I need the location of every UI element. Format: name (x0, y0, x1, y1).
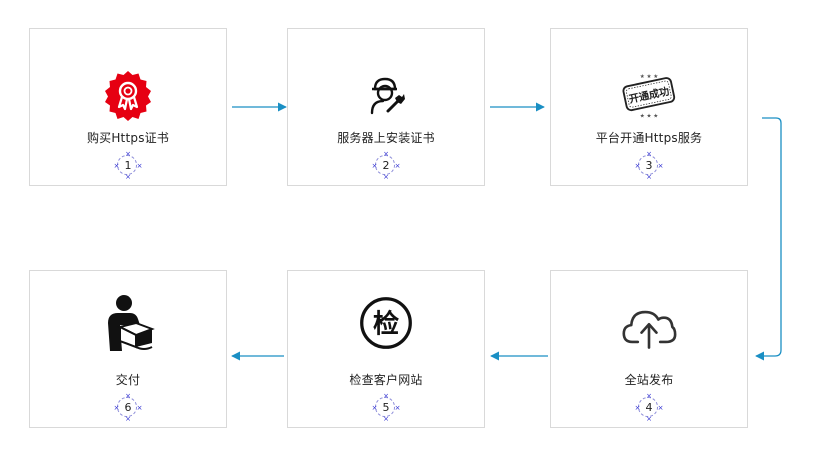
step-number-badge: ×××× 2 (371, 150, 401, 181)
step-card-2[interactable]: 服务器上安装证书 ×××× 2 (287, 28, 485, 186)
step-card-5[interactable]: 检 检查客户网站 ×××× 5 (287, 270, 485, 428)
success-stamp-icon: 开通成功 ★ ★ ★ ★ ★ ★ (621, 69, 677, 121)
inspect-seal-icon: 检 (358, 297, 414, 349)
step-label: 平台开通Https服务 (595, 131, 703, 145)
step-card-1[interactable]: 购买Https证书 ×××× 1 (29, 28, 227, 186)
step-label: 购买Https证书 (86, 131, 170, 145)
step-number-badge: ×××× 3 (634, 150, 664, 181)
engineer-wrench-icon (358, 69, 414, 121)
cloud-upload-icon (621, 301, 677, 353)
step-number: 1 (124, 159, 132, 172)
step-number-badge: ×××× 1 (113, 150, 143, 181)
svg-text:★ ★ ★: ★ ★ ★ (640, 73, 659, 80)
step-number-badge: ×××× 5 (371, 392, 401, 423)
step-number-badge: ×××× 4 (634, 392, 664, 423)
award-badge-icon (100, 69, 156, 121)
step-number: 6 (124, 401, 132, 414)
step-label: 服务器上安装证书 (337, 131, 435, 145)
step-label: 交付 (115, 373, 141, 387)
step-number: 4 (645, 401, 653, 414)
step-card-3[interactable]: 开通成功 ★ ★ ★ ★ ★ ★ 平台开通Https服务 ×××× 3 (550, 28, 748, 186)
svg-text:★ ★ ★: ★ ★ ★ (640, 112, 659, 119)
step-label: 检查客户网站 (349, 373, 423, 387)
step-card-4[interactable]: 全站发布 ×××× 4 (550, 270, 748, 428)
step-number: 2 (382, 159, 390, 172)
step-number: 3 (645, 159, 653, 172)
delivery-person-icon (100, 295, 156, 351)
seal-text: 检 (373, 308, 399, 339)
step-label: 全站发布 (624, 373, 674, 387)
arrow-3-to-4 (755, 117, 782, 361)
step-card-6[interactable]: 交付 ×××× 6 (29, 270, 227, 428)
step-number-badge: ×××× 6 (113, 392, 143, 423)
step-number: 5 (382, 401, 390, 414)
